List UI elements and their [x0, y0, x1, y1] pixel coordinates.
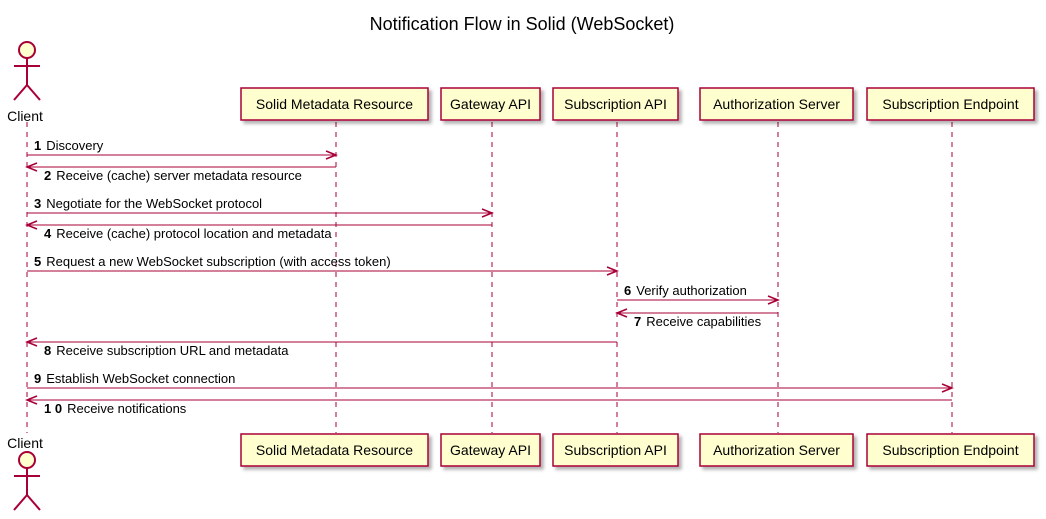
message-number: 9	[34, 371, 41, 386]
message-text: Receive capabilities	[646, 314, 761, 329]
participant-box-authorization-top: Authorization Server	[699, 87, 854, 121]
diagram-title: Notification Flow in Solid (WebSocket)	[370, 14, 675, 34]
message-number: 8	[44, 343, 51, 358]
arrowhead-icon	[24, 337, 38, 347]
message-3: 3 Negotiate for the WebSocket protocol	[27, 196, 495, 218]
message-number: 1	[34, 138, 41, 153]
arrowhead-icon	[481, 208, 495, 218]
participant-box-endpoint-bottom: Subscription Endpoint	[866, 433, 1035, 467]
message-number: 1 0	[44, 401, 62, 416]
participant-label: Subscription API	[564, 96, 667, 112]
participant-label: Subscription API	[564, 442, 667, 458]
message-2: 2 Receive (cache) server metadata resourc…	[24, 162, 336, 183]
participant-label-top: Client	[7, 108, 43, 124]
participant-label: Gateway API	[450, 96, 531, 112]
message-label: 2 Receive (cache) server metadata resourc…	[44, 168, 302, 183]
participant-label-bottom: Client	[7, 435, 43, 451]
arrowhead-icon	[767, 295, 781, 305]
participant-label: Authorization Server	[713, 442, 840, 458]
arrowhead-icon	[614, 308, 628, 318]
message-text: Negotiate for the WebSocket protocol	[46, 196, 262, 211]
message-5: 5 Request a new WebSocket subscription (w…	[27, 254, 620, 276]
message-label: 9 Establish WebSocket connection	[34, 371, 235, 386]
participant-label: Authorization Server	[713, 96, 840, 112]
participant-label: Solid Metadata Resource	[256, 96, 413, 112]
message-number: 6	[624, 283, 631, 298]
message-4: 4 Receive (cache) protocol location and m…	[24, 220, 492, 241]
arrowhead-icon	[325, 150, 339, 160]
participant-box-authorization-bottom: Authorization Server	[699, 433, 854, 467]
participant-box-metadata-top: Solid Metadata Resource	[240, 87, 429, 121]
message-text: Receive subscription URL and metadata	[56, 343, 289, 358]
message-label: 1 0 Receive notifications	[44, 401, 187, 416]
message-7: 7 Receive capabilities	[614, 308, 778, 329]
message-10: 1 0 Receive notifications	[24, 395, 952, 416]
message-label: 4 Receive (cache) protocol location and m…	[44, 226, 332, 241]
message-text: Request a new WebSocket subscription (wi…	[46, 254, 390, 269]
participant-label: Subscription Endpoint	[882, 442, 1018, 458]
message-1: 1 Discovery	[27, 138, 339, 160]
message-number: 7	[634, 314, 641, 329]
actor-figure-top	[13, 41, 41, 101]
arrowhead-icon	[24, 220, 38, 230]
participant-box-subscription-bottom: Subscription API	[552, 433, 679, 467]
participant-label: Subscription Endpoint	[882, 96, 1018, 112]
participant-label: Solid Metadata Resource	[256, 442, 413, 458]
message-text: Verify authorization	[636, 283, 747, 298]
message-number: 5	[34, 254, 41, 269]
message-text: Receive notifications	[67, 401, 187, 416]
message-label: 8 Receive subscription URL and metadata	[44, 343, 289, 358]
message-label: 3 Negotiate for the WebSocket protocol	[34, 196, 262, 211]
participant-box-endpoint-top: Subscription Endpoint	[866, 87, 1035, 121]
participant-box-subscription-top: Subscription API	[552, 87, 679, 121]
message-6: 6 Verify authorization	[617, 283, 781, 305]
participant-box-metadata-bottom: Solid Metadata Resource	[240, 433, 429, 467]
message-number: 4	[44, 226, 52, 241]
message-number: 3	[34, 196, 41, 211]
message-text: Discovery	[46, 138, 104, 153]
participant-box-gateway-bottom: Gateway API	[440, 433, 541, 467]
arrowhead-icon	[606, 266, 620, 276]
message-text: Receive (cache) protocol location and me…	[56, 226, 332, 241]
message-label: 7 Receive capabilities	[634, 314, 762, 329]
participant-label: Gateway API	[450, 442, 531, 458]
message-label: 1 Discovery	[34, 138, 104, 153]
arrowhead-icon	[24, 162, 38, 172]
participant-box-gateway-top: Gateway API	[440, 87, 541, 121]
message-label: 6 Verify authorization	[624, 283, 747, 298]
actor-figure-bottom	[13, 451, 41, 511]
message-label: 5 Request a new WebSocket subscription (w…	[34, 254, 391, 269]
message-8: 8 Receive subscription URL and metadata	[24, 337, 617, 358]
arrowhead-icon	[24, 395, 38, 405]
message-number: 2	[44, 168, 51, 183]
message-text: Receive (cache) server metadata resource	[56, 168, 302, 183]
message-9: 9 Establish WebSocket connection	[27, 371, 955, 393]
arrowhead-icon	[941, 383, 955, 393]
message-text: Establish WebSocket connection	[46, 371, 235, 386]
